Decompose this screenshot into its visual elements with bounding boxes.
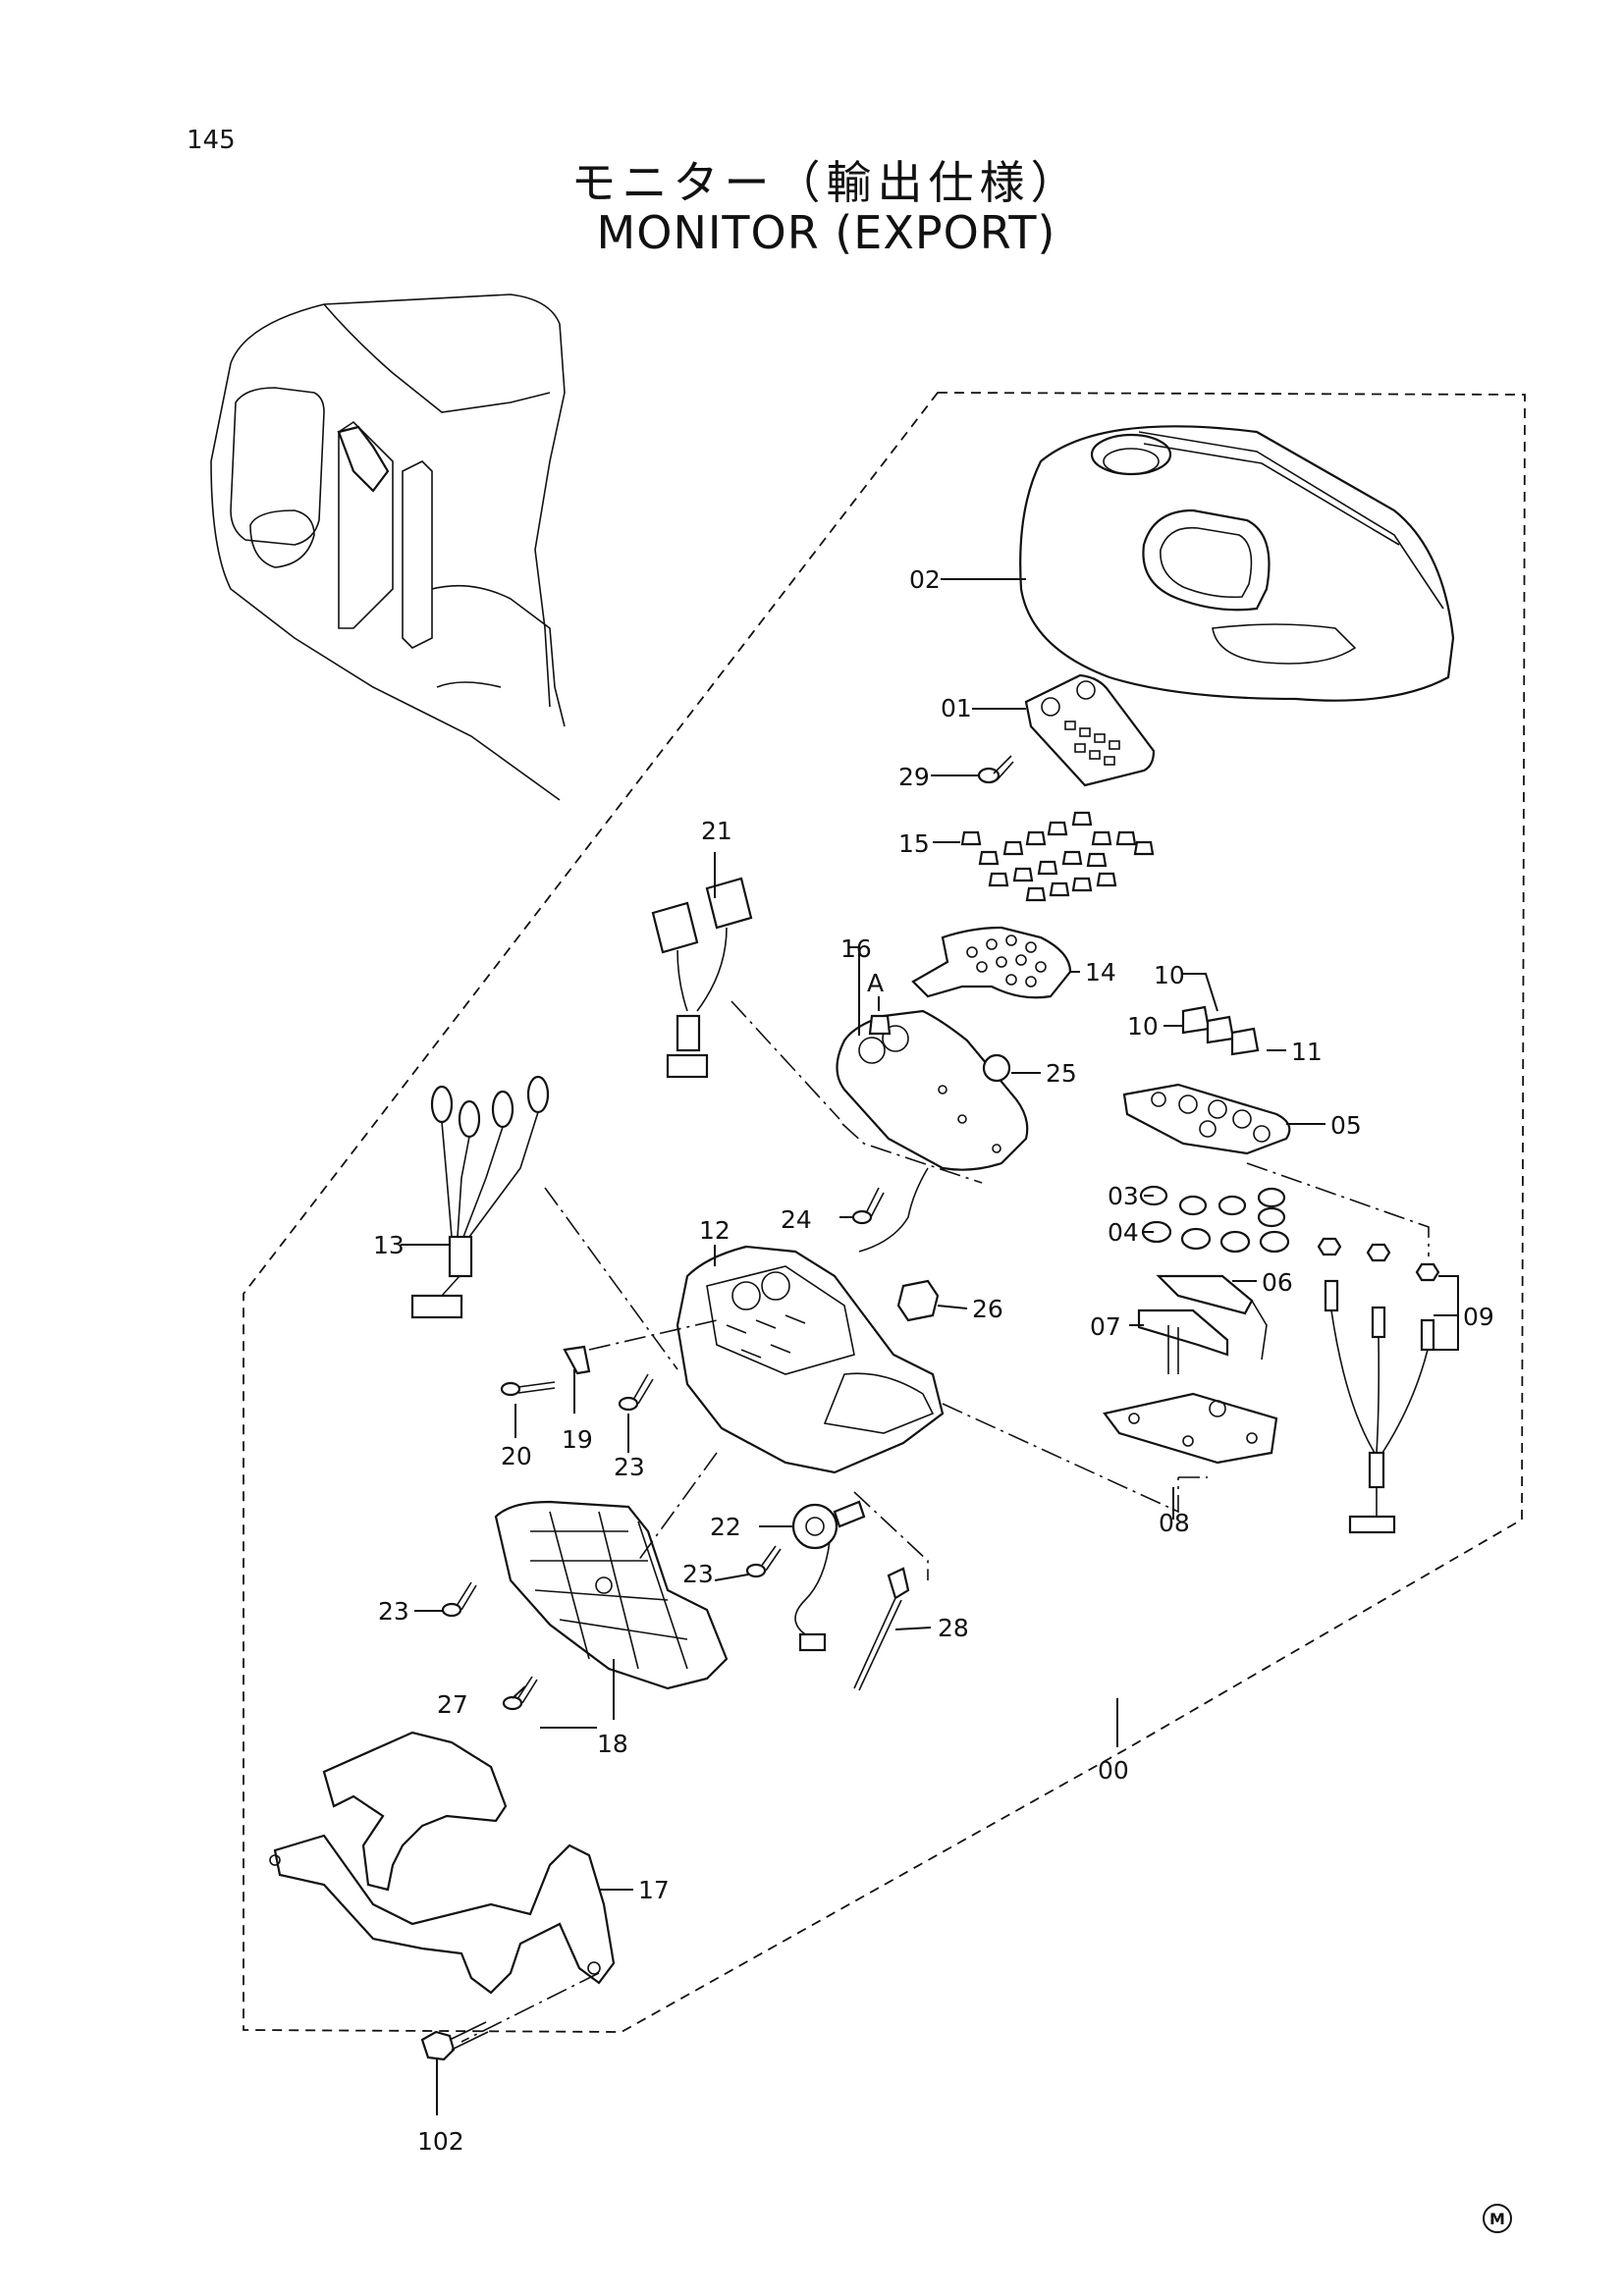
part-22-buzzer (791, 1500, 866, 1652)
part-06-07-08-brackets (1103, 1274, 1278, 1465)
part-15-knob-caps (960, 811, 1155, 902)
part-16-circuit-board (836, 1009, 1029, 1253)
label-23-lower: 23 (378, 1597, 409, 1626)
part-03-04-push-buttons (1139, 1185, 1290, 1254)
label-29: 29 (898, 763, 930, 791)
label-00: 00 (1098, 1756, 1129, 1785)
part-number-labels: 02 01 29 15 21 16 A 14 10 10 11 25 05 03… (373, 565, 1494, 2156)
part-18-cover-plate (494, 1500, 729, 1690)
part-14-flex-circuit (911, 926, 1072, 999)
label-01: 01 (941, 694, 972, 722)
label-23-middle: 23 (682, 1560, 714, 1588)
part-26-connector (896, 1279, 940, 1322)
part-21-connector-harness (651, 877, 753, 1079)
part-20-screw (500, 1381, 556, 1397)
label-08: 08 (1159, 1509, 1190, 1537)
part-28-cable-tie (853, 1567, 910, 1691)
part-01-switch-panel (1024, 673, 1156, 787)
part-23-screw-lower (441, 1581, 477, 1618)
label-06: 06 (1262, 1268, 1293, 1297)
label-27: 27 (437, 1690, 468, 1719)
part-23-screw-upper (618, 1373, 654, 1412)
part-25-knob (982, 1053, 1011, 1083)
label-04: 04 (1108, 1218, 1139, 1247)
page-number: 145 (187, 126, 236, 155)
title-japanese: モニター（輸出仕様） (570, 156, 1082, 209)
label-102: 102 (417, 2127, 464, 2156)
part-09-lamp-harness (1317, 1237, 1440, 1534)
part-12-monitor-housing (676, 1245, 945, 1474)
part-19-clip (563, 1345, 591, 1375)
label-28: 28 (938, 1614, 969, 1642)
cab-overview-sketch (210, 294, 566, 801)
label-10a: 10 (1154, 961, 1185, 989)
part-29-screw (977, 755, 1014, 784)
label-18: 18 (597, 1730, 628, 1758)
part-17-mounting-bracket (269, 1731, 616, 1995)
part-27-screw (502, 1676, 538, 1711)
part-23-screw-middle (745, 1545, 782, 1578)
label-21: 21 (701, 817, 732, 845)
label-14: 14 (1085, 958, 1116, 987)
label-25: 25 (1046, 1059, 1077, 1088)
part-102-hex-bolt (420, 2021, 489, 2061)
label-02: 02 (909, 565, 941, 594)
part-13-bulb-harness (410, 1075, 550, 1319)
label-23-upper: 23 (614, 1453, 645, 1481)
title-english: MONITOR (EXPORT) (596, 206, 1056, 259)
label-16: 16 (840, 934, 872, 963)
label-26: 26 (972, 1295, 1003, 1323)
label-17: 17 (638, 1876, 670, 1904)
leader-lines (401, 578, 1459, 2115)
label-22: 22 (710, 1513, 741, 1541)
label-20: 20 (501, 1442, 532, 1470)
m-circle-mark: M (1483, 2204, 1512, 2233)
label-07: 07 (1090, 1312, 1121, 1341)
label-12: 12 (699, 1216, 730, 1245)
part-10-11-rotary-knobs (1181, 1005, 1260, 1056)
label-13: 13 (373, 1231, 405, 1259)
label-10b: 10 (1127, 1012, 1159, 1041)
part-05-switch-base (1122, 1083, 1291, 1155)
part-24-screw (851, 1187, 885, 1225)
label-15: 15 (898, 829, 930, 858)
label-03: 03 (1108, 1182, 1139, 1210)
label-05: 05 (1330, 1111, 1362, 1140)
label-A: A (867, 969, 884, 997)
label-11: 11 (1291, 1038, 1323, 1066)
label-09: 09 (1463, 1303, 1494, 1331)
assembly-boundary (243, 392, 1526, 2033)
part-02-monitor-cover (1019, 425, 1455, 702)
label-24: 24 (781, 1205, 812, 1234)
label-19: 19 (562, 1425, 593, 1454)
assembly-lines (460, 1000, 1430, 2043)
